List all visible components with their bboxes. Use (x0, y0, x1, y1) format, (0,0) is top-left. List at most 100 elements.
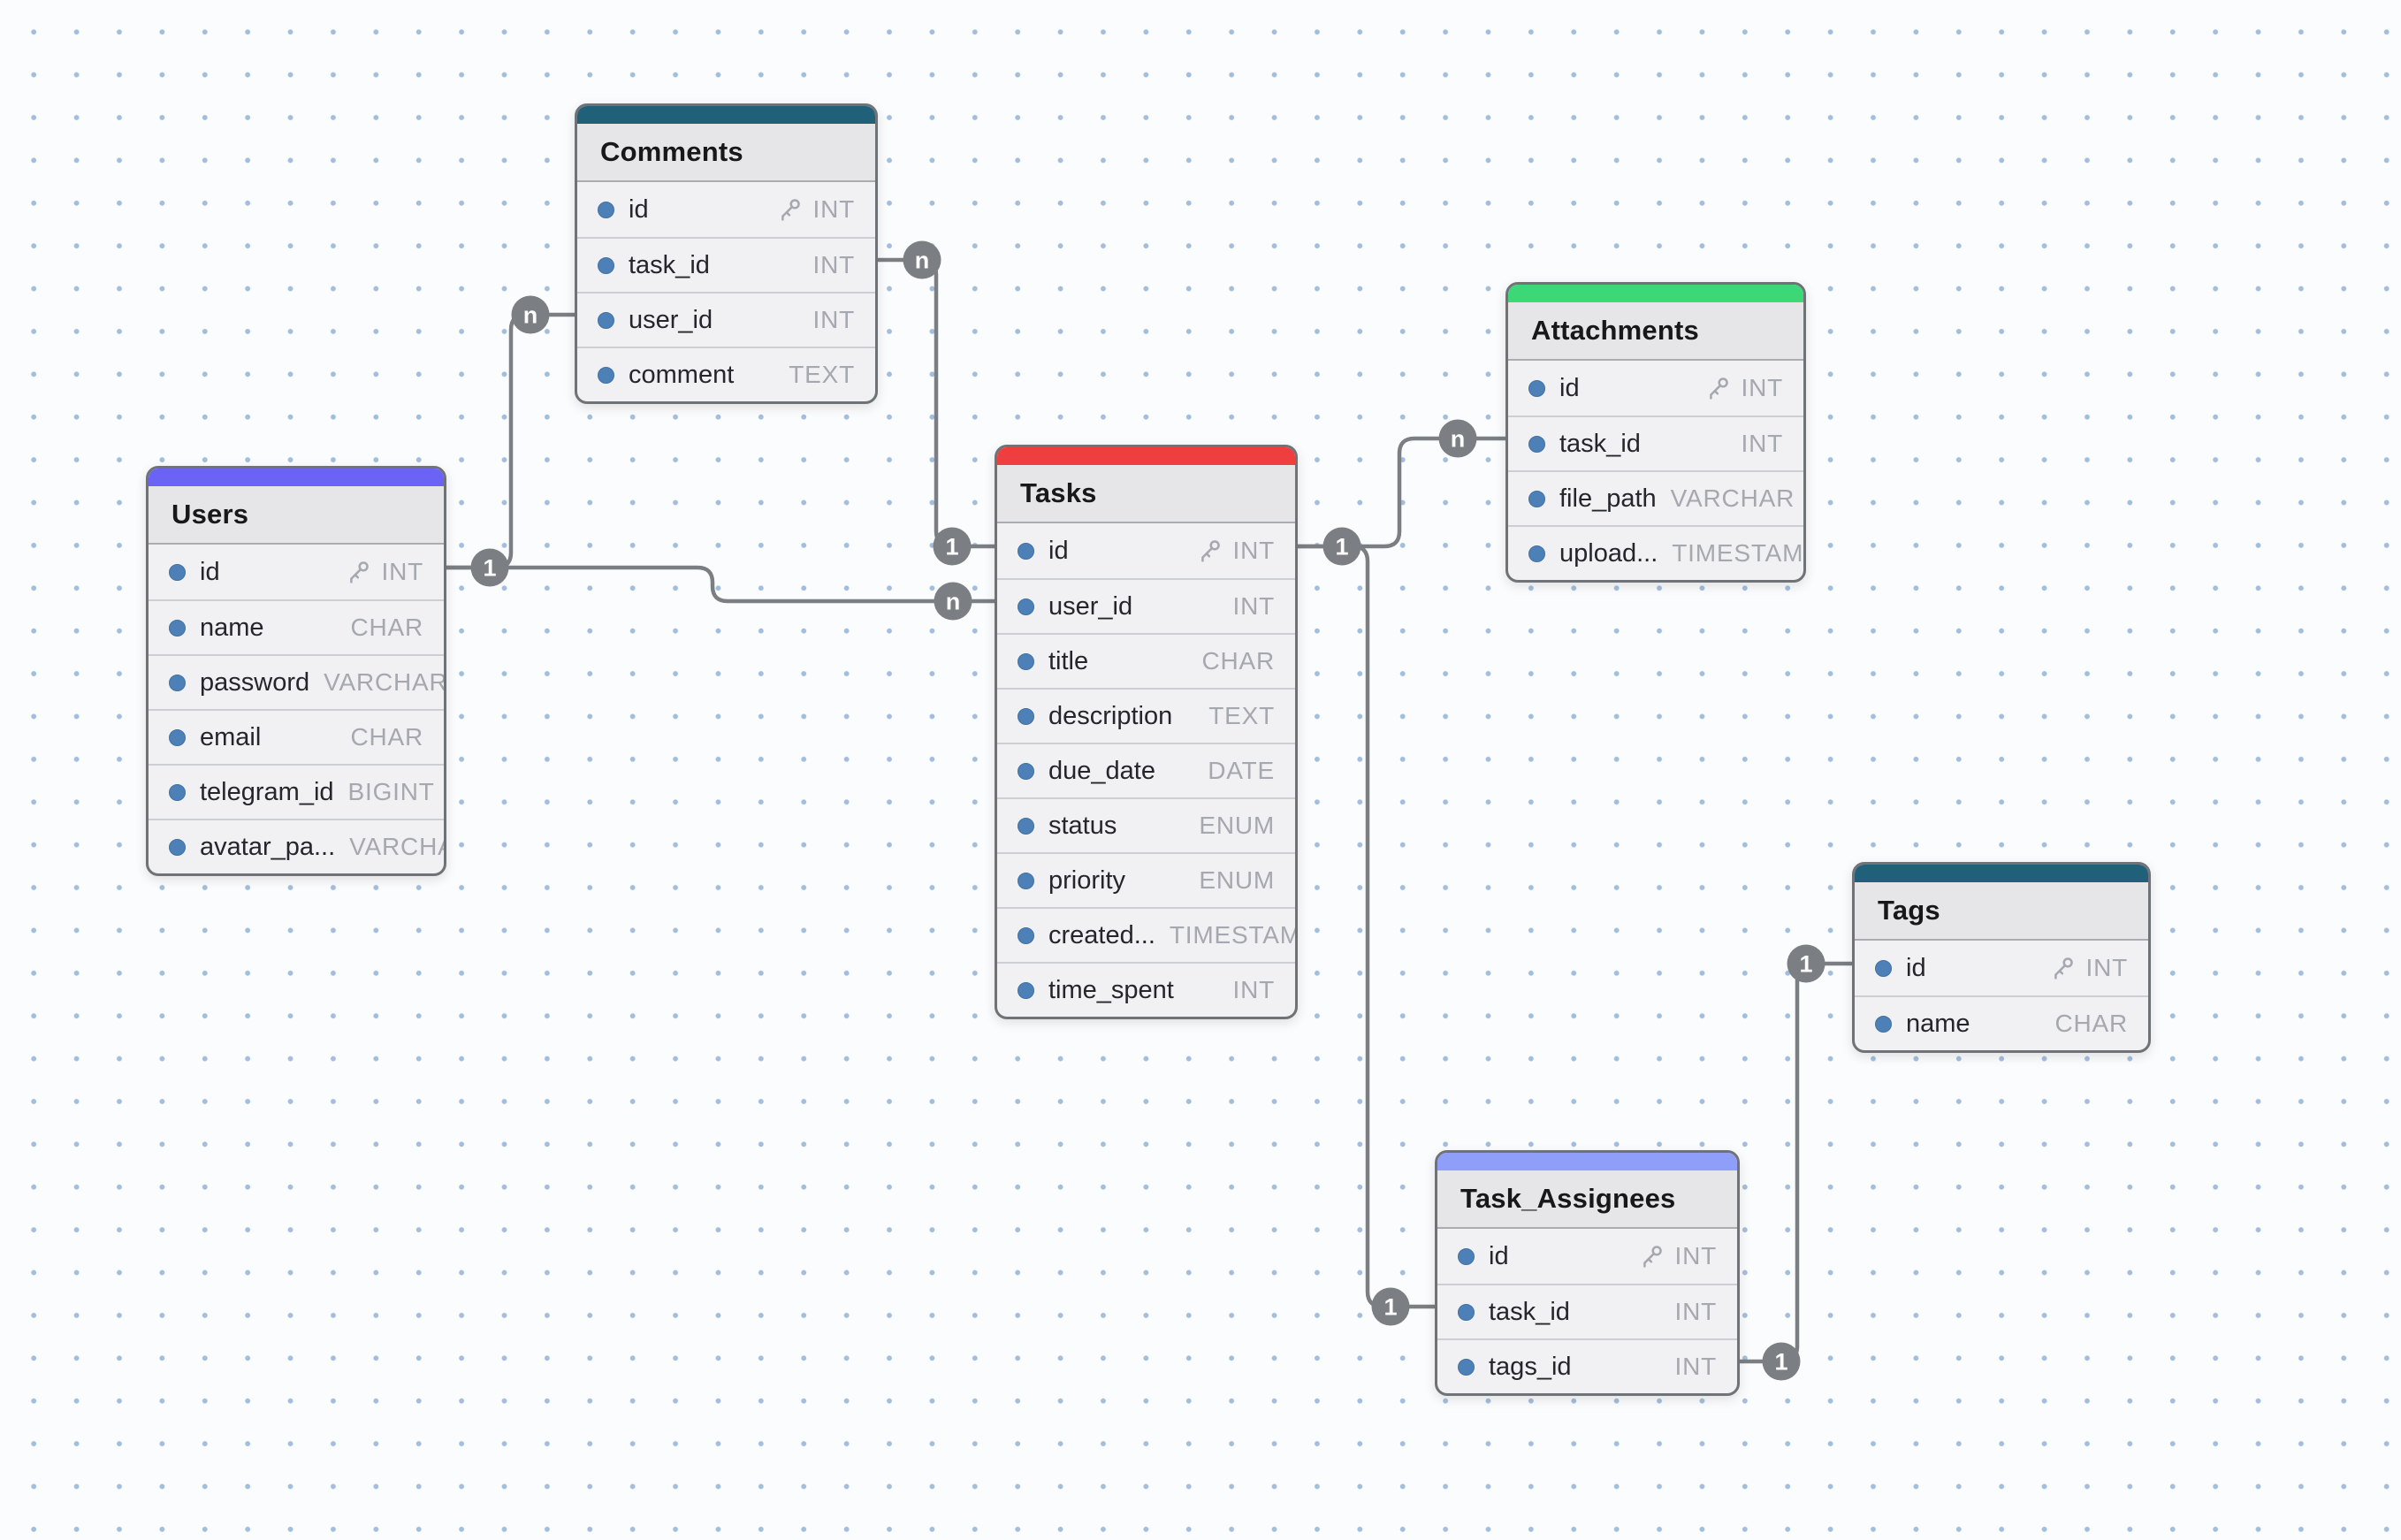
field-dot-icon (1018, 817, 1034, 835)
field-dot-icon (169, 563, 186, 581)
field-type: TIMESTAMP (1169, 921, 1295, 949)
field-type: CHAR (2054, 1010, 2128, 1037)
field-dot-icon (169, 728, 186, 746)
field-row[interactable]: id INT (577, 182, 875, 237)
field-row[interactable]: tags_id INT (1437, 1338, 1737, 1393)
table-title: Tags (1855, 882, 2148, 941)
field-type: INT (1232, 592, 1275, 620)
field-row[interactable]: priority ENUM (997, 852, 1295, 907)
table-comments[interactable]: Comments id INT task_id INT user_id INT … (575, 103, 878, 404)
table-accent-bar (997, 447, 1295, 465)
field-name: id (1489, 1241, 1509, 1270)
field-row[interactable]: id INT (1437, 1229, 1737, 1284)
table-accent-bar (149, 469, 444, 486)
table-attachments[interactable]: Attachments id INT task_id INT file_path… (1505, 282, 1806, 583)
field-row[interactable]: id INT (1508, 361, 1803, 415)
field-row[interactable]: user_id INT (577, 292, 875, 347)
table-accent-bar (577, 106, 875, 124)
field-row[interactable]: name CHAR (1855, 995, 2148, 1050)
svg-text:1: 1 (1383, 1294, 1397, 1321)
svg-text:1: 1 (1335, 534, 1348, 560)
table-title: Task_Assignees (1437, 1170, 1737, 1229)
primary-key-icon (350, 561, 370, 583)
relationship-line-users-tasks[interactable] (444, 565, 997, 604)
field-dot-icon (1875, 1015, 1892, 1033)
field-type-group: INT (2048, 954, 2128, 982)
field-row[interactable]: file_path VARCHAR (1508, 470, 1803, 525)
field-row[interactable]: comment TEXT (577, 347, 875, 401)
field-type-group: ENUM (1199, 812, 1275, 840)
field-type: VARCHAR (324, 668, 446, 696)
field-row[interactable]: email CHAR (149, 709, 444, 764)
field-row[interactable]: id INT (997, 523, 1295, 578)
field-name: id (1906, 953, 1926, 982)
field-type: INT (1674, 1242, 1717, 1269)
field-type-group: INT (1232, 592, 1275, 621)
field-dot-icon (598, 366, 614, 384)
field-row[interactable]: name CHAR (149, 599, 444, 654)
svg-text:1: 1 (1774, 1349, 1787, 1376)
field-type: INT (812, 306, 855, 333)
field-name: id (1048, 536, 1069, 565)
field-type: INT (1232, 537, 1275, 564)
table-users[interactable]: Users id INT name CHAR password VARCHAR … (146, 466, 446, 876)
relationship-line-tasks-attachments[interactable] (1295, 436, 1508, 549)
field-row[interactable]: title CHAR (997, 633, 1295, 688)
field-type: TEXT (789, 361, 855, 388)
field-type-group: ENUM (1199, 866, 1275, 895)
field-type-group: VARCHAR (349, 833, 444, 861)
field-dot-icon (1458, 1358, 1475, 1376)
field-row[interactable]: task_id INT (1508, 415, 1803, 470)
field-dot-icon (1018, 598, 1034, 615)
field-type-group: TIMESTAMP (1672, 539, 1803, 568)
field-name: avatar_pa... (200, 832, 336, 861)
cardinality-badge: n (903, 240, 941, 279)
field-dot-icon (598, 201, 614, 218)
field-dot-icon (1018, 542, 1034, 560)
field-row[interactable]: upload... TIMESTAMP (1508, 525, 1803, 580)
field-row[interactable]: description TEXT (997, 688, 1295, 743)
field-type: INT (812, 251, 855, 278)
field-type: ENUM (1199, 812, 1275, 839)
field-type-group: INT (1674, 1298, 1717, 1326)
svg-text:n: n (523, 302, 538, 329)
svg-text:1: 1 (945, 534, 958, 560)
field-name: id (629, 194, 649, 224)
field-type: CHAR (350, 614, 423, 641)
field-dot-icon (1018, 872, 1034, 889)
field-row[interactable]: id INT (149, 545, 444, 599)
field-type-group: CHAR (350, 723, 423, 751)
field-type-group: INT (1195, 537, 1275, 565)
field-name: tags_id (1489, 1352, 1572, 1381)
field-type-group: DATE (1208, 757, 1275, 785)
field-row[interactable]: task_id INT (1437, 1284, 1737, 1338)
field-dot-icon (1458, 1247, 1475, 1265)
field-type: INT (1741, 430, 1783, 457)
table-tags[interactable]: Tags id INT name CHAR (1852, 862, 2151, 1053)
field-row[interactable]: password VARCHAR (149, 654, 444, 709)
field-row[interactable]: status ENUM (997, 797, 1295, 852)
field-type: CHAR (350, 723, 423, 751)
field-row[interactable]: telegram_id BIGINT (149, 764, 444, 819)
field-type-group: INT (775, 195, 855, 224)
table-tasks[interactable]: Tasks id INT user_id INT title CHAR desc… (995, 445, 1298, 1019)
field-type-group: CHAR (1201, 647, 1275, 675)
field-name: time_spent (1048, 975, 1174, 1004)
field-dot-icon (1528, 379, 1545, 397)
field-dot-icon (169, 783, 186, 801)
field-row[interactable]: time_spent INT (997, 962, 1295, 1017)
svg-text:1: 1 (1799, 951, 1812, 978)
cardinality-badge: 1 (1322, 527, 1361, 566)
table-title: Tasks (997, 465, 1295, 523)
field-row[interactable]: created... TIMESTAMP (997, 907, 1295, 962)
field-row[interactable]: task_id INT (577, 237, 875, 292)
field-row[interactable]: user_id INT (997, 578, 1295, 633)
table-task_assignees[interactable]: Task_Assignees id INT task_id INT tags_i… (1435, 1150, 1740, 1396)
field-type-group: TIMESTAMP (1169, 921, 1295, 949)
table-title: Comments (577, 124, 875, 182)
field-type-group: INT (1232, 976, 1275, 1004)
field-row[interactable]: id INT (1855, 941, 2148, 995)
field-row[interactable]: avatar_pa... VARCHAR (149, 819, 444, 873)
field-row[interactable]: due_date DATE (997, 743, 1295, 797)
